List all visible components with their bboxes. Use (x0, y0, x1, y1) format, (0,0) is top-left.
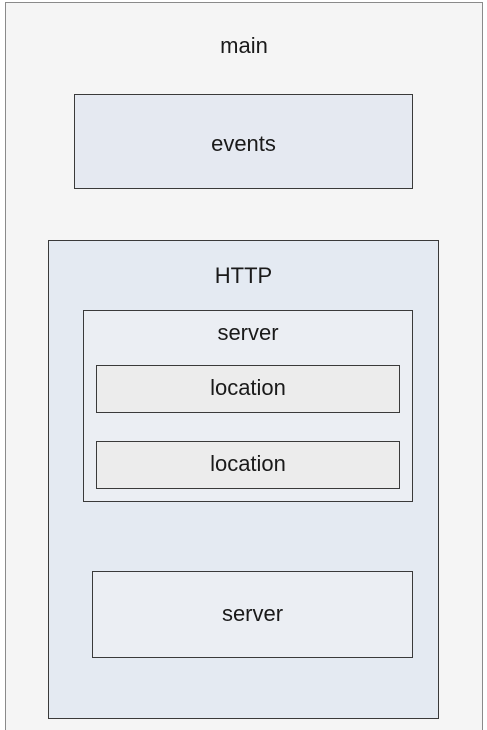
http-label: HTTP (214, 263, 273, 288)
main-label: main (220, 33, 268, 58)
events-block: events (74, 94, 413, 189)
location-label: location (210, 451, 286, 476)
events-label: events (211, 131, 276, 156)
server-block: server (92, 571, 413, 658)
server-label: server (221, 601, 284, 626)
location-label: location (210, 375, 286, 400)
location-block: location (96, 441, 400, 489)
location-block: location (96, 365, 400, 413)
server-label: server (217, 320, 279, 345)
